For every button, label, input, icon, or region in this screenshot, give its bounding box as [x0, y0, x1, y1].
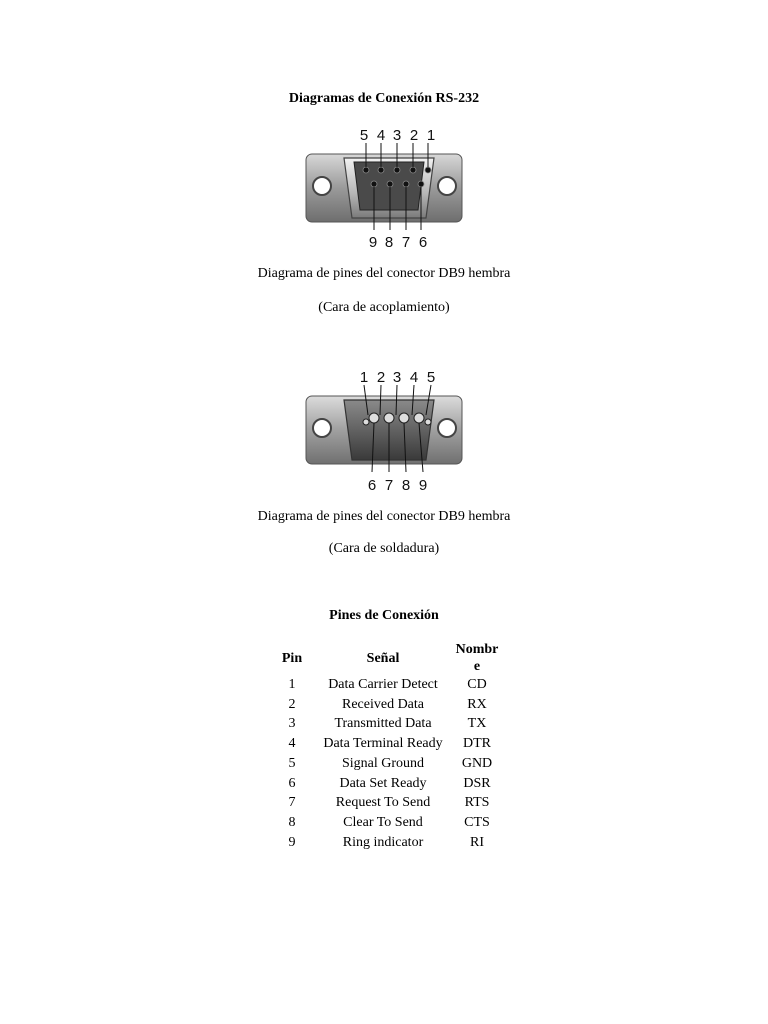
header-pin: Pin [281, 650, 303, 666]
db9-mating-face-diagram: 5 4 3 2 1 9 8 7 6 [305, 127, 463, 251]
cell-name: RI [470, 834, 484, 850]
table-row: 2 Received Data RX [268, 695, 504, 715]
connector1-subcaption: (Cara de acoplamiento) [318, 300, 450, 315]
table-row: 9 Ring indicator RI [268, 833, 504, 853]
cell-signal: Clear To Send [343, 814, 423, 830]
pin-table: Pin Señal Nombre 1 Data Carrier Detect CD 2… [268, 641, 504, 852]
cell-signal: Data Set Ready [339, 775, 427, 791]
cell-name: CD [467, 677, 487, 692]
cell-signal: Signal Ground [341, 755, 425, 771]
pin-label-top-1: 5 [360, 127, 368, 144]
table-row: 1 Data Carrier Detect CD [268, 675, 504, 695]
pin-label-bottom-2: 8 [385, 234, 393, 251]
pin-label-top-2: 4 [377, 127, 385, 144]
db9-solder-face-diagram: 1 2 3 4 5 6 7 8 9 [305, 369, 463, 494]
cell-pin: 2 [288, 696, 296, 712]
pin-label-top-5: 5 [427, 369, 435, 386]
cell-name: DTR [463, 736, 491, 752]
cell-pin: 5 [288, 755, 296, 771]
table-row: 3 Transmitted Data TX [268, 714, 504, 734]
table-row: 4 Data Terminal Ready DTR [268, 734, 504, 754]
pin-label-top-3: 3 [393, 127, 401, 144]
header-name: Nombre [450, 641, 504, 675]
cell-name: DSR [463, 775, 491, 791]
header-name-text: Nombre [455, 642, 499, 674]
cell-pin: 3 [288, 716, 296, 732]
cell-pin: 8 [288, 814, 296, 830]
pin-label-top-4: 4 [410, 369, 418, 386]
cell-name: RTS [464, 795, 490, 811]
pin-label-bottom-4: 6 [419, 234, 427, 251]
cell-pin: 7 [288, 795, 296, 811]
pins-section-title: Pines de Conexión [329, 608, 439, 623]
connector2-subcaption: (Cara de soldadura) [328, 541, 440, 556]
cell-pin: 1 [288, 677, 296, 692]
cell-name: RX [467, 696, 487, 712]
cell-signal: Transmitted Data [334, 716, 432, 732]
header-signal: Señal [366, 650, 400, 666]
cell-signal: Data Carrier Detect [328, 677, 438, 692]
pin-label-bottom-3: 8 [402, 477, 410, 494]
cell-name: GND [461, 755, 493, 771]
pin-label-top-1: 1 [360, 369, 368, 386]
cell-pin: 4 [288, 736, 296, 752]
cell-signal: Data Terminal Ready [323, 736, 443, 752]
table-row: 7 Request To Send RTS [268, 793, 504, 813]
pin-label-top-4: 2 [410, 127, 418, 144]
cell-signal: Request To Send [335, 795, 431, 811]
pin-label-top-3: 3 [393, 369, 401, 386]
table-row: 6 Data Set Ready DSR [268, 774, 504, 794]
pin-label-bottom-2: 7 [385, 477, 393, 494]
cell-pin: 9 [288, 834, 296, 850]
table-row: 8 Clear To Send CTS [268, 813, 504, 833]
table-row: 5 Signal Ground GND [268, 754, 504, 774]
pin-table-body: 1 Data Carrier Detect CD 2 Received Data RX 3 T… [268, 675, 504, 852]
cell-name: CTS [464, 814, 490, 830]
pin-label-bottom-1: 6 [368, 477, 376, 494]
table-header-row: Pin Señal Nombre [268, 641, 504, 675]
pin-label-bottom-1: 9 [369, 234, 377, 251]
cell-signal: Received Data [341, 696, 424, 712]
cell-pin: 6 [288, 775, 296, 791]
page-title: Diagramas de Conexión RS-232 [288, 91, 480, 106]
cell-signal: Ring indicator [342, 834, 424, 850]
pin-label-top-2: 2 [377, 369, 385, 386]
cell-name: TX [467, 716, 487, 732]
pin-label-bottom-4: 9 [419, 477, 427, 494]
pin-label-bottom-3: 7 [402, 234, 410, 251]
pin-label-top-5: 1 [427, 127, 435, 144]
connector2-caption: Diagrama de pines del conector DB9 hembr… [257, 509, 511, 524]
connector1-caption: Diagrama de pines del conector DB9 hembr… [257, 266, 511, 281]
